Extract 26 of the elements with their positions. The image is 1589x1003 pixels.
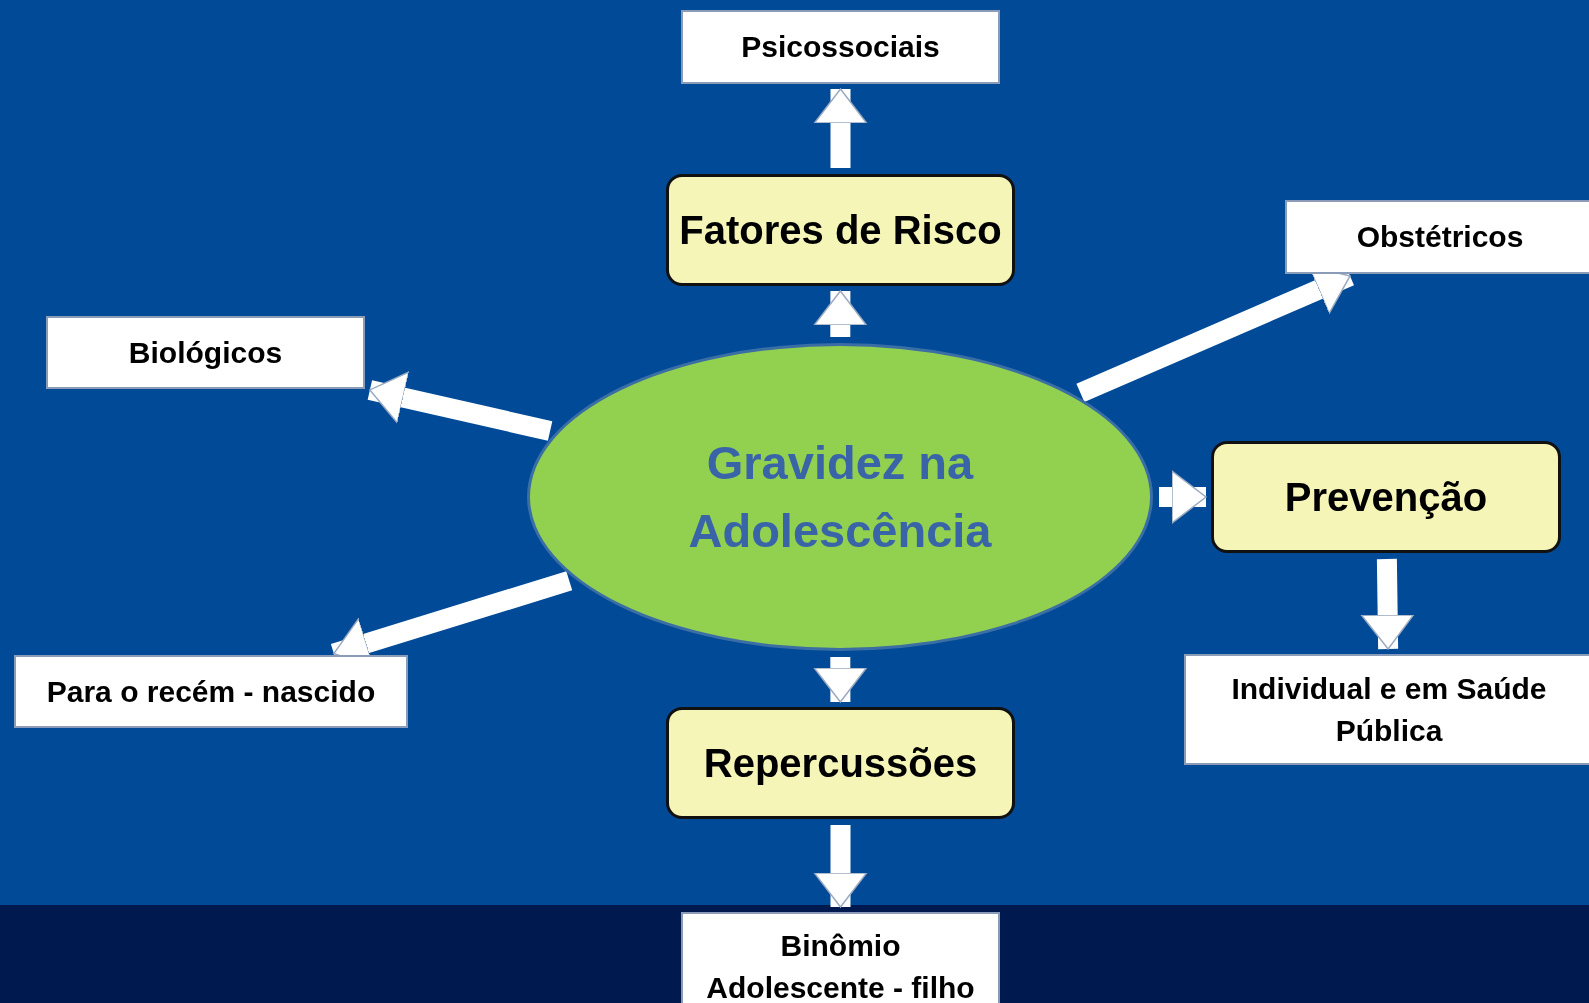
item-box [1184, 654, 1589, 765]
node-label: Repercussões [703, 740, 978, 786]
block-arrow [813, 825, 868, 908]
item-box [681, 912, 1000, 1003]
node-label: Biológicos [128, 334, 283, 371]
node-label: Individual e em Saúde Pública [1230, 670, 1548, 749]
node-label: Prevenção [1284, 474, 1488, 520]
item-box [1285, 200, 1589, 274]
item-box [681, 10, 1000, 84]
block-arrow [813, 290, 868, 338]
node-label: Fatores de Risco [679, 207, 1002, 253]
category-box [1211, 441, 1561, 553]
node-label: Psicossociais [741, 29, 940, 65]
block-arrow [1159, 470, 1207, 524]
block-arrow [1360, 558, 1415, 650]
node-label: Gravidez na Adolescência [687, 434, 993, 559]
item-box [46, 316, 365, 389]
node-label: Binômio Adolescente - filho [705, 928, 976, 1003]
block-arrow [813, 656, 868, 703]
node-label: Obstétricos [1356, 219, 1524, 255]
node-label: Para o recém - nascido [46, 673, 376, 710]
item-box [14, 655, 408, 728]
block-arrow [813, 88, 868, 168]
category-box [666, 707, 1015, 819]
category-box [666, 174, 1015, 286]
block-arrow [367, 371, 553, 441]
